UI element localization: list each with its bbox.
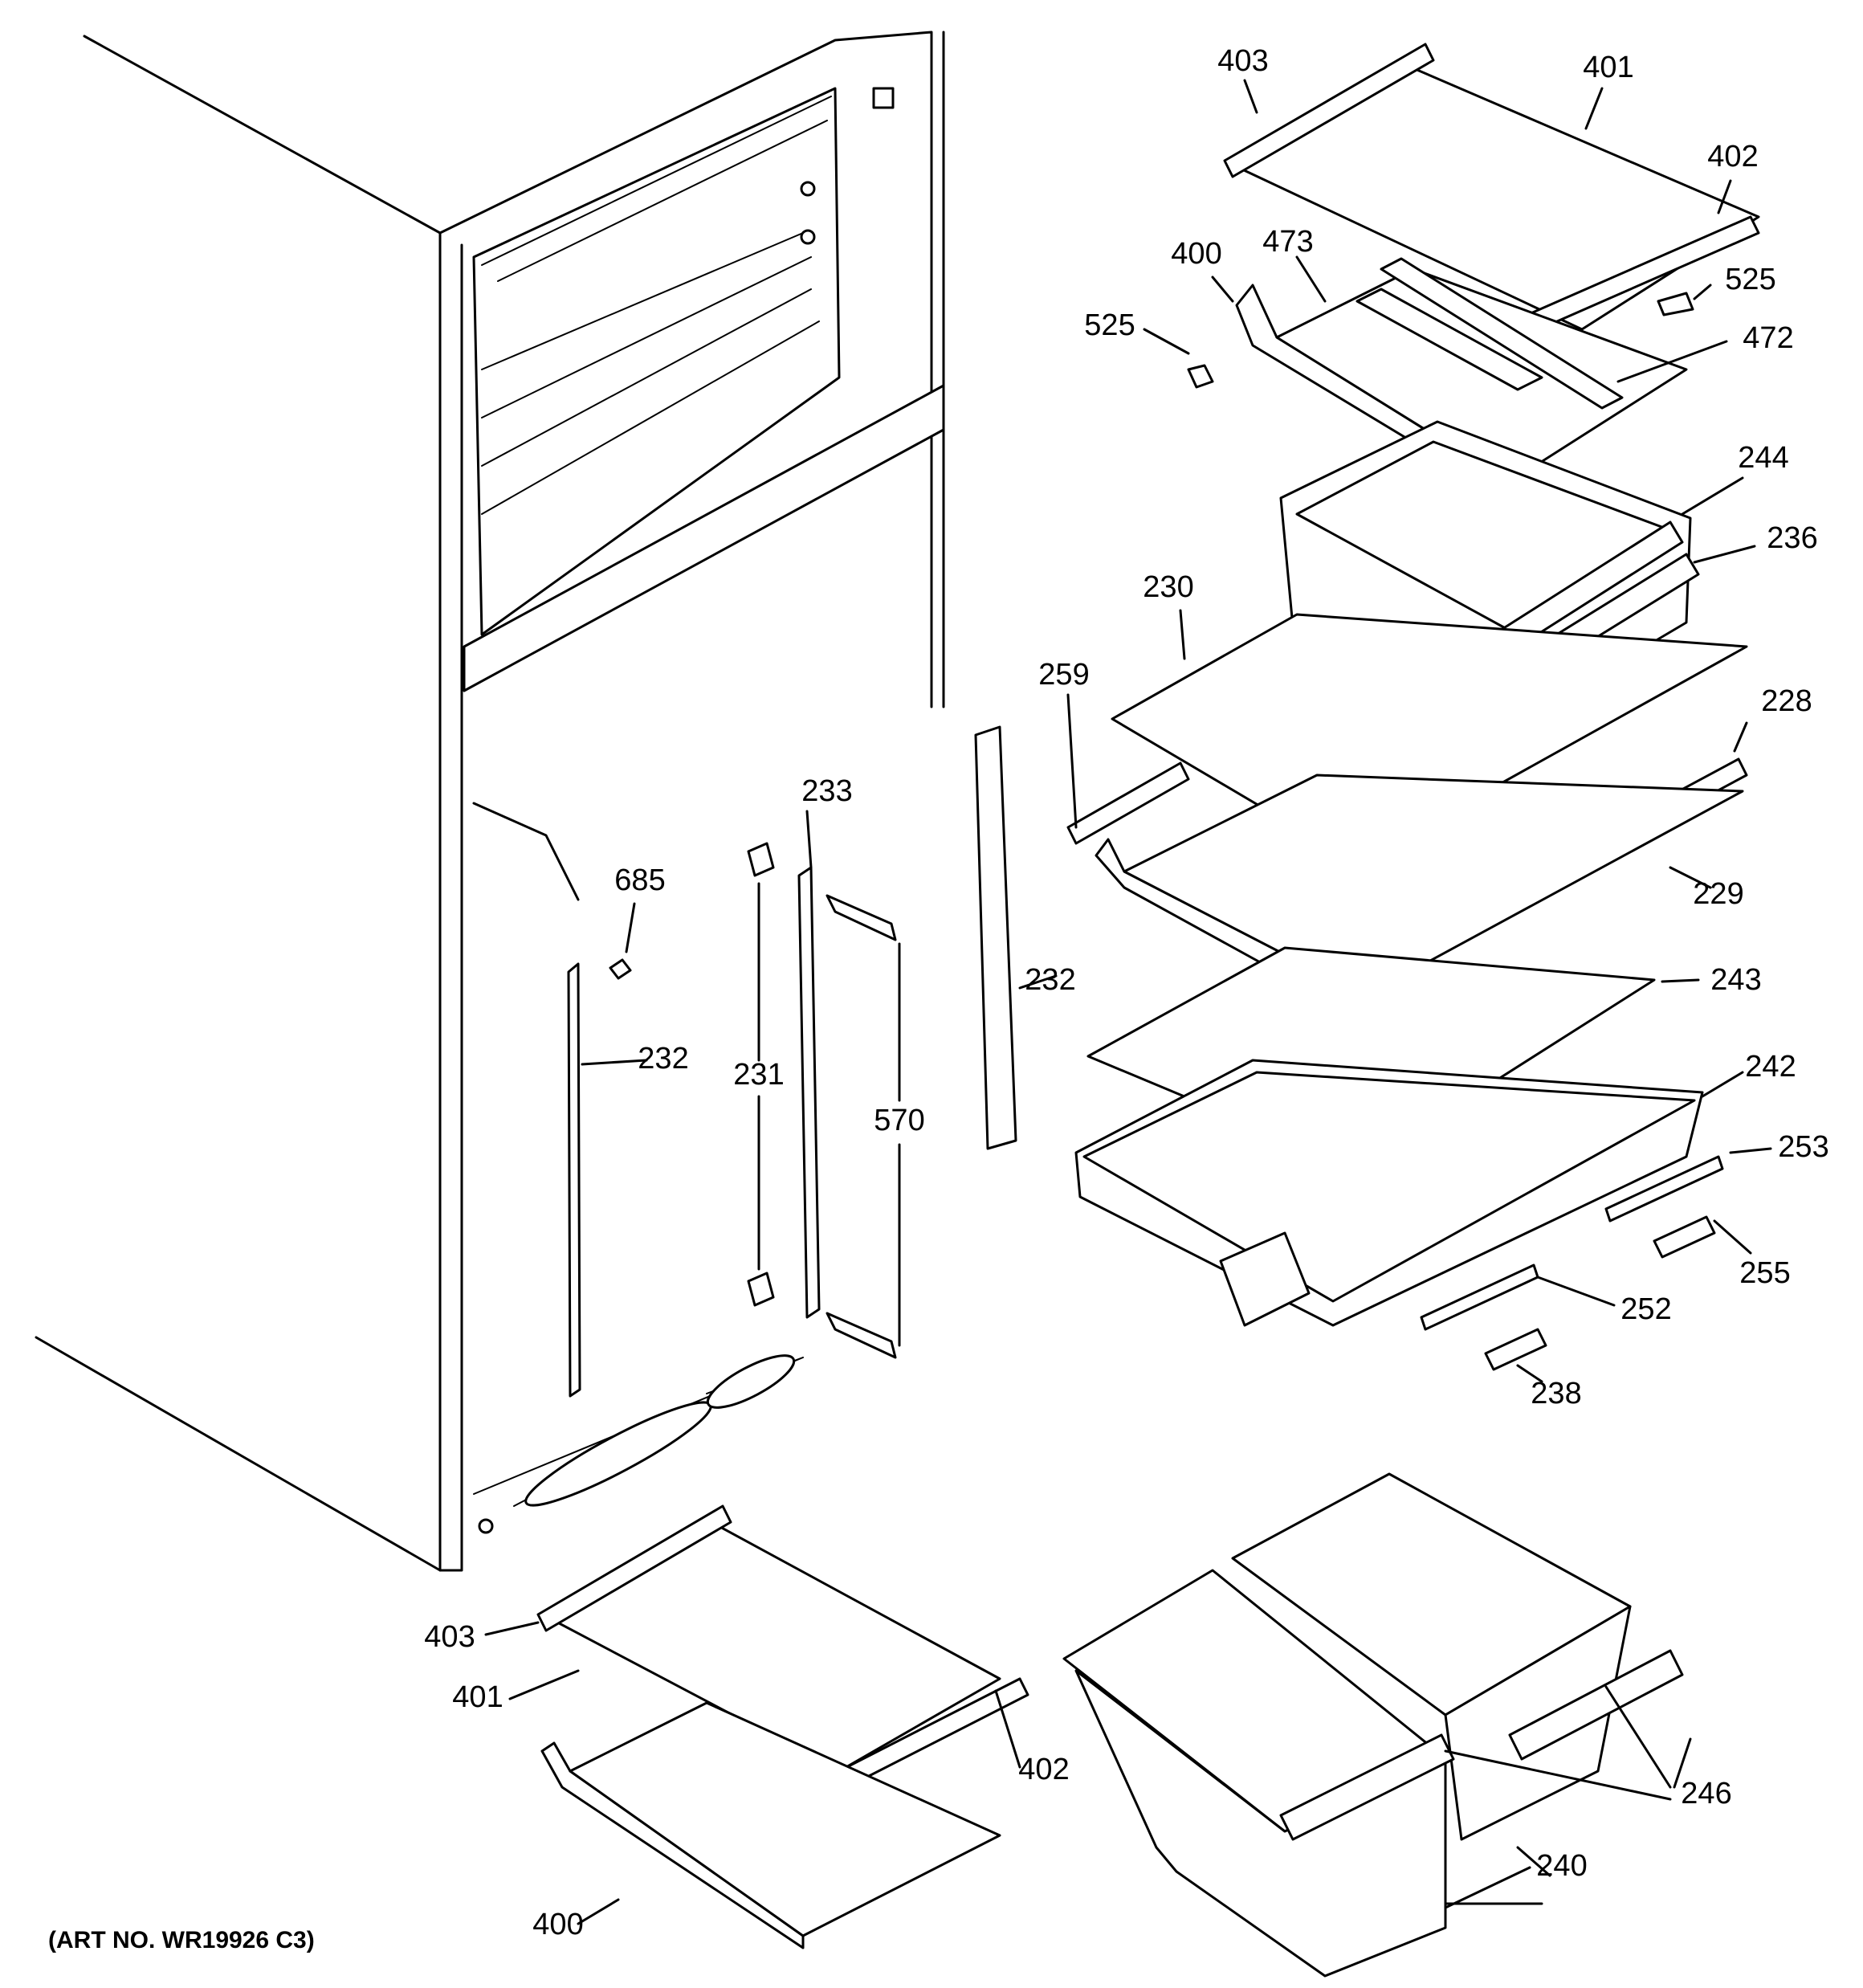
refrigerator-cabinet — [35, 31, 945, 1572]
upper-shelf-assembly — [1187, 43, 1760, 500]
callout-400-bottom: 400 — [532, 1908, 583, 1941]
callout-244: 244 — [1738, 441, 1788, 475]
crisper-drawers — [1062, 1472, 1684, 1978]
callout-473: 473 — [1262, 225, 1313, 259]
callout-240: 240 — [1536, 1849, 1587, 1883]
callout-403-top: 403 — [1217, 44, 1268, 78]
callout-243: 243 — [1710, 963, 1761, 997]
callout-232-left: 232 — [638, 1042, 688, 1076]
callout-228: 228 — [1761, 684, 1812, 718]
callout-leaders — [484, 79, 1772, 1925]
humidity-slide-253 — [1604, 1155, 1724, 1223]
screw-525-right — [1657, 292, 1694, 316]
callout-402-top: 402 — [1707, 140, 1758, 173]
callout-255: 255 — [1739, 1256, 1790, 1290]
callout-402-bottom: 402 — [1018, 1753, 1069, 1786]
callout-570: 570 — [874, 1104, 924, 1137]
callout-labels: 403 401 402 400 473 525 525 472 244 236 … — [48, 44, 1829, 1953]
shelf-trim-259 — [1066, 761, 1190, 845]
callout-230: 230 — [1143, 570, 1193, 604]
rail-bracket-231-top — [747, 842, 775, 877]
callout-403-bottom: 403 — [424, 1620, 475, 1654]
drawer-handle-246-left — [1279, 1733, 1455, 1841]
slide-472 — [1380, 257, 1624, 410]
crisper-assembly — [1074, 946, 1724, 1371]
shelf-support-232-right — [974, 725, 1017, 1150]
shelf-rail-233 — [797, 866, 821, 1319]
callout-233: 233 — [801, 774, 852, 808]
crisper-vent-grille — [1219, 1231, 1311, 1327]
callout-236: 236 — [1767, 521, 1817, 555]
shelf-rail-frame-bottom — [569, 1701, 1001, 1937]
screw-570-bottom — [826, 1312, 897, 1359]
callout-400-top: 400 — [1171, 237, 1221, 271]
callout-259: 259 — [1038, 658, 1089, 692]
screw-570-top — [826, 894, 897, 941]
callout-525-right: 525 — [1725, 263, 1775, 296]
slide-473 — [1355, 288, 1543, 391]
callout-238: 238 — [1531, 1377, 1581, 1410]
callout-231: 231 — [733, 1058, 784, 1092]
callout-401-top: 401 — [1583, 51, 1633, 84]
callout-229: 229 — [1693, 877, 1743, 911]
callout-525-left: 525 — [1084, 308, 1135, 342]
callout-472: 472 — [1743, 321, 1793, 355]
control-knob-238 — [1484, 1328, 1547, 1371]
shelf-supports — [567, 725, 1017, 1398]
callout-246: 246 — [1681, 1777, 1731, 1810]
screw-525-left — [1187, 364, 1214, 389]
callout-242: 242 — [1745, 1050, 1796, 1084]
shelf-trim-403-bottom — [536, 1504, 732, 1632]
shelf-support-232-left — [567, 962, 581, 1398]
shelf-trim-403-top — [1223, 43, 1435, 178]
callout-685: 685 — [614, 863, 665, 897]
middle-shelf-assembly — [1066, 613, 1748, 1022]
rail-bracket-231-bottom — [747, 1272, 775, 1307]
callout-252: 252 — [1620, 1292, 1671, 1326]
art-number-label: (ART NO. WR19926 C3) — [48, 1927, 315, 1953]
lower-shelf-assembly — [536, 1504, 1029, 1949]
callout-401-bottom: 401 — [452, 1680, 503, 1714]
drawer-handle-246-right — [1508, 1649, 1684, 1761]
screw-685 — [609, 958, 632, 980]
callout-232-right: 232 — [1025, 963, 1075, 997]
callout-253: 253 — [1778, 1130, 1828, 1164]
control-knob-255 — [1653, 1215, 1716, 1259]
